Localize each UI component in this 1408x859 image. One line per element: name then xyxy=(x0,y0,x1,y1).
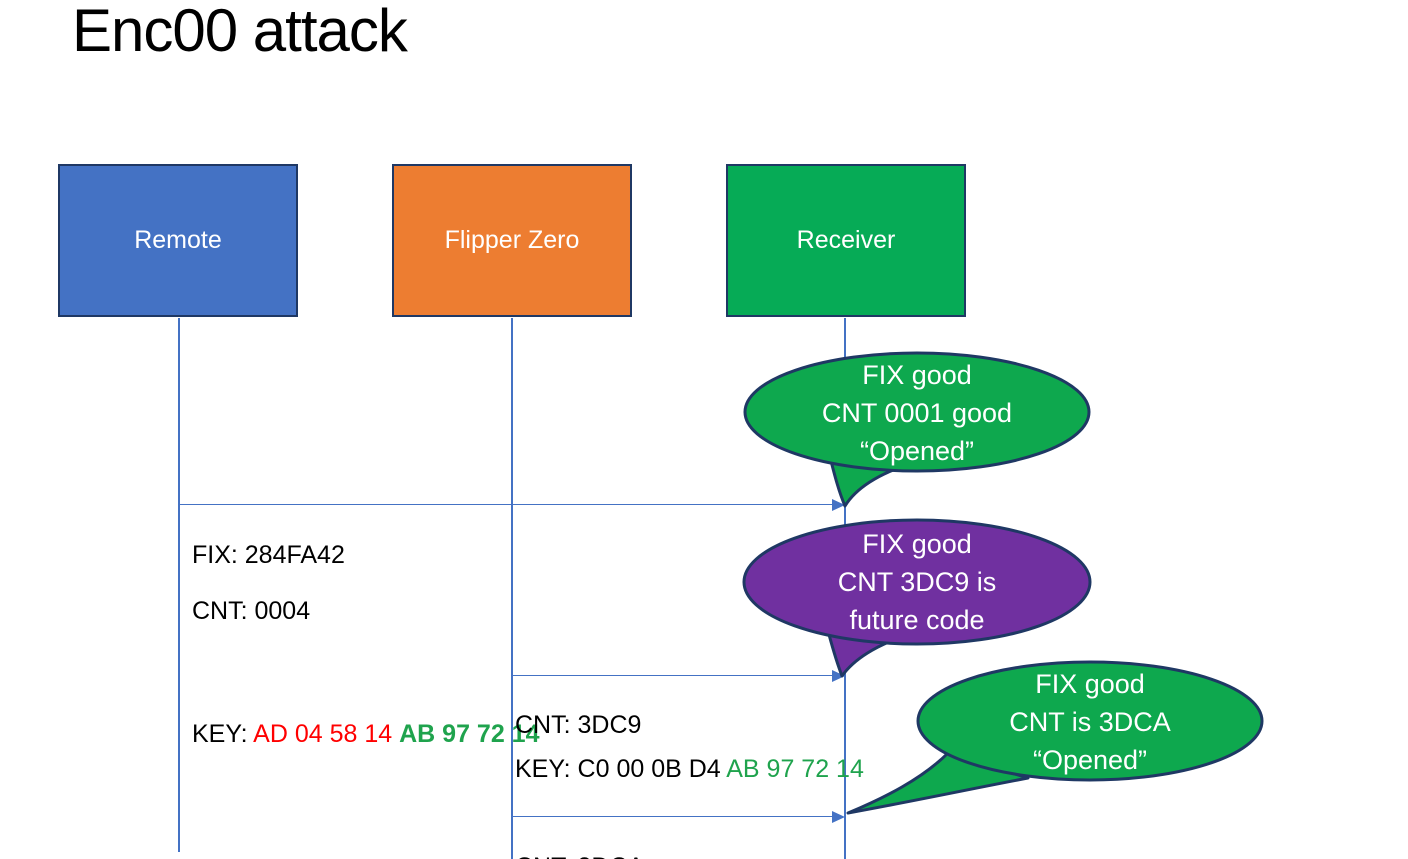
message-2-label-below: KEY: C0 00 0B D4 AB 97 72 14 xyxy=(515,682,864,857)
message-2-label-above: CNT: 3DC9 xyxy=(515,638,641,813)
arrow-shaft xyxy=(179,503,833,506)
message-arrow-3 xyxy=(512,810,845,823)
message-1-key-line: KEY: AD 04 58 14 AB 97 72 14 xyxy=(192,720,540,748)
message-3-label-below: KEY: C0 02 8A 33 AB 97 72 14 xyxy=(515,823,858,859)
message-2-cnt-line: CNT: 3DC9 xyxy=(515,711,642,739)
message-2-key-line: KEY: C0 00 0B D4 AB 97 72 14 xyxy=(515,755,864,783)
lifeline-remote xyxy=(178,318,180,852)
callout-bubble-3 xyxy=(846,660,1264,815)
arrowhead-right-icon xyxy=(832,810,845,823)
callout-ellipse xyxy=(916,660,1264,782)
message-1-label-above: FIX: 284FA42 xyxy=(192,468,345,643)
message-3-cnt-line: CNT: 3DCA xyxy=(515,850,644,859)
message-1-label-below: CNT: 0004 KEY: AD 04 58 14 AB 97 72 14 xyxy=(192,509,539,837)
actor-label-receiver: Receiver xyxy=(796,226,896,254)
actor-label-remote: Remote xyxy=(134,226,222,254)
arrow-shaft xyxy=(512,815,833,818)
actor-label-flipper-zero: Flipper Zero xyxy=(444,226,580,254)
message-3-label-above: CNT: 3DCA xyxy=(515,780,644,859)
callout-bubble-1 xyxy=(743,351,1091,508)
callout-ellipse xyxy=(743,351,1091,473)
callout-bubble-2 xyxy=(742,518,1092,678)
callout-ellipse xyxy=(742,518,1092,646)
actor-box-receiver: Receiver xyxy=(726,164,966,317)
arrow-shaft xyxy=(512,674,833,677)
page-title: Enc00 attack xyxy=(72,0,408,64)
message-1-cnt-line: CNT: 0004 xyxy=(192,597,311,625)
message-1-fix-line: FIX: 284FA42 xyxy=(192,541,345,569)
actor-box-remote: Remote xyxy=(58,164,298,317)
lifeline-flipper xyxy=(511,318,513,859)
actor-box-flipper-zero: Flipper Zero xyxy=(392,164,632,317)
